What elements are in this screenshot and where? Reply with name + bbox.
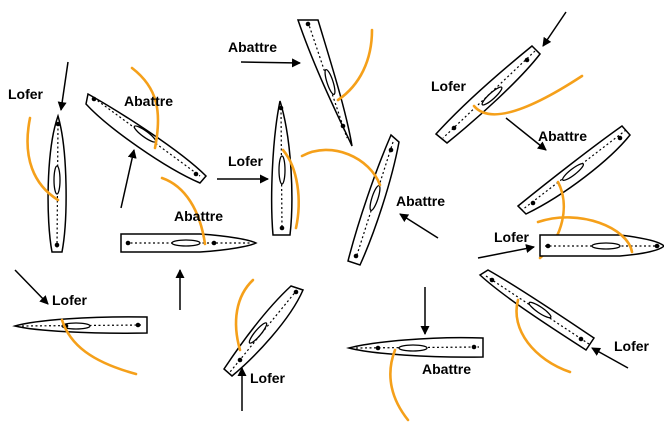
label-abattre-4: Abattre [396, 193, 445, 209]
boat-2 [85, 66, 208, 184]
label-abattre-5: Abattre [422, 361, 471, 377]
boat-12 [536, 216, 664, 257]
arrow-4 [14, 269, 49, 305]
boat-5 [296, 19, 374, 147]
label-lofer-4: Lofer [250, 370, 286, 386]
label-abattre-2: Abattre [174, 208, 223, 224]
label-abattre-1: Abattre [124, 93, 173, 109]
boat-10 [434, 44, 584, 144]
boat-1 [26, 113, 67, 253]
label-lofer-6: Lofer [494, 229, 530, 245]
arrow-1 [57, 61, 69, 111]
arrow-11 [505, 117, 547, 151]
boat-9 [346, 336, 484, 422]
boat-8 [223, 278, 305, 377]
label-abattre-6: Abattre [538, 128, 587, 144]
boat-13 [478, 269, 596, 374]
label-lofer-2: Lofer [52, 292, 88, 308]
arrow-7 [399, 213, 439, 239]
boat-7 [300, 133, 400, 266]
arrow-10 [542, 11, 567, 47]
arrow-5 [240, 58, 301, 68]
label-lofer-7: Lofer [614, 338, 650, 354]
boat-4 [12, 316, 148, 376]
label-lofer-3: Lofer [228, 153, 264, 169]
boat-11 [516, 125, 631, 260]
boat-3 [120, 176, 258, 253]
arrow-12 [477, 244, 535, 259]
arrow-2 [120, 149, 137, 209]
label-lofer-5: Lofer [431, 78, 467, 94]
arrow-13 [591, 347, 629, 369]
boat-6 [270, 100, 300, 236]
label-lofer-1: Lofer [8, 86, 44, 102]
label-abattre-3: Abattre [228, 39, 277, 55]
